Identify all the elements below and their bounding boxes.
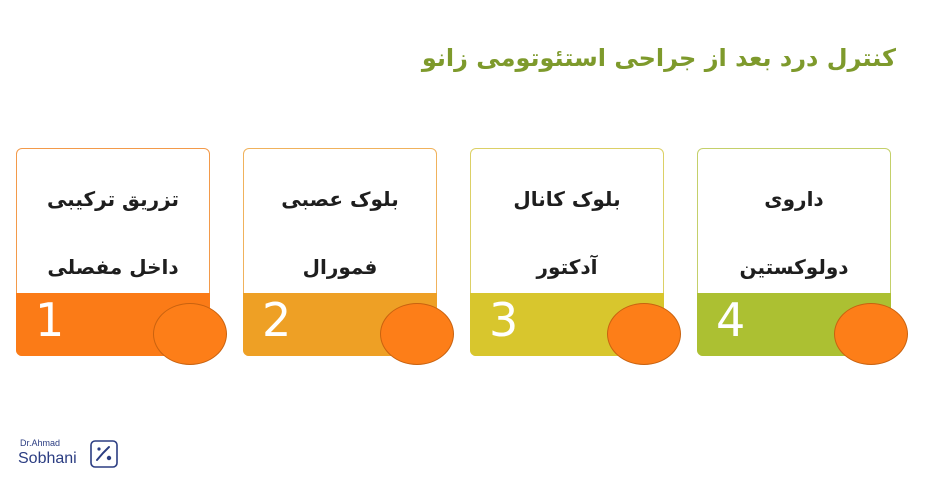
card-text: تزریق ترکیبی داخل مفصلی [17, 149, 209, 293]
orange-oval-shape [834, 303, 908, 365]
orange-oval-shape [153, 303, 227, 365]
page-title: کنترل درد بعد از جراحی استئوتومی زانو [421, 44, 896, 72]
logo-mark-icon [90, 440, 118, 468]
brand-logo: Dr.Ahmad Sobhani [14, 438, 124, 474]
card-title-line2: آدکتور [536, 255, 598, 279]
card-title-line1: تزریق ترکیبی [46, 187, 180, 211]
card-title-line2: داخل مفصلی [47, 255, 179, 279]
card-number: 3 [489, 293, 519, 347]
card-text: بلوک عصبی فمورال [244, 149, 436, 293]
step-card-4: داروی دولوکستین 4 [697, 148, 908, 365]
card-title-line1: داروی [764, 187, 824, 211]
step-card-2: بلوک عصبی فمورال 2 [243, 148, 454, 365]
logo-name: Sobhani [18, 450, 77, 467]
card-text: داروی دولوکستین [698, 149, 890, 293]
orange-oval-shape [380, 303, 454, 365]
card-text: بلوک کانال آدکتور [471, 149, 663, 293]
card-title-line2: فمورال [302, 255, 378, 279]
card-number: 2 [262, 293, 292, 347]
step-card-3: بلوک کانال آدکتور 3 [470, 148, 681, 365]
card-title-line2: دولوکستین [739, 255, 849, 279]
card-title-line1: بلوک کانال [513, 187, 621, 211]
orange-oval-shape [607, 303, 681, 365]
card-number: 1 [35, 293, 65, 347]
card-title-line1: بلوک عصبی [281, 187, 399, 211]
logo-prefix: Dr.Ahmad [20, 438, 61, 448]
card-number: 4 [716, 293, 746, 347]
step-card-1: تزریق ترکیبی داخل مفصلی 1 [16, 148, 227, 365]
